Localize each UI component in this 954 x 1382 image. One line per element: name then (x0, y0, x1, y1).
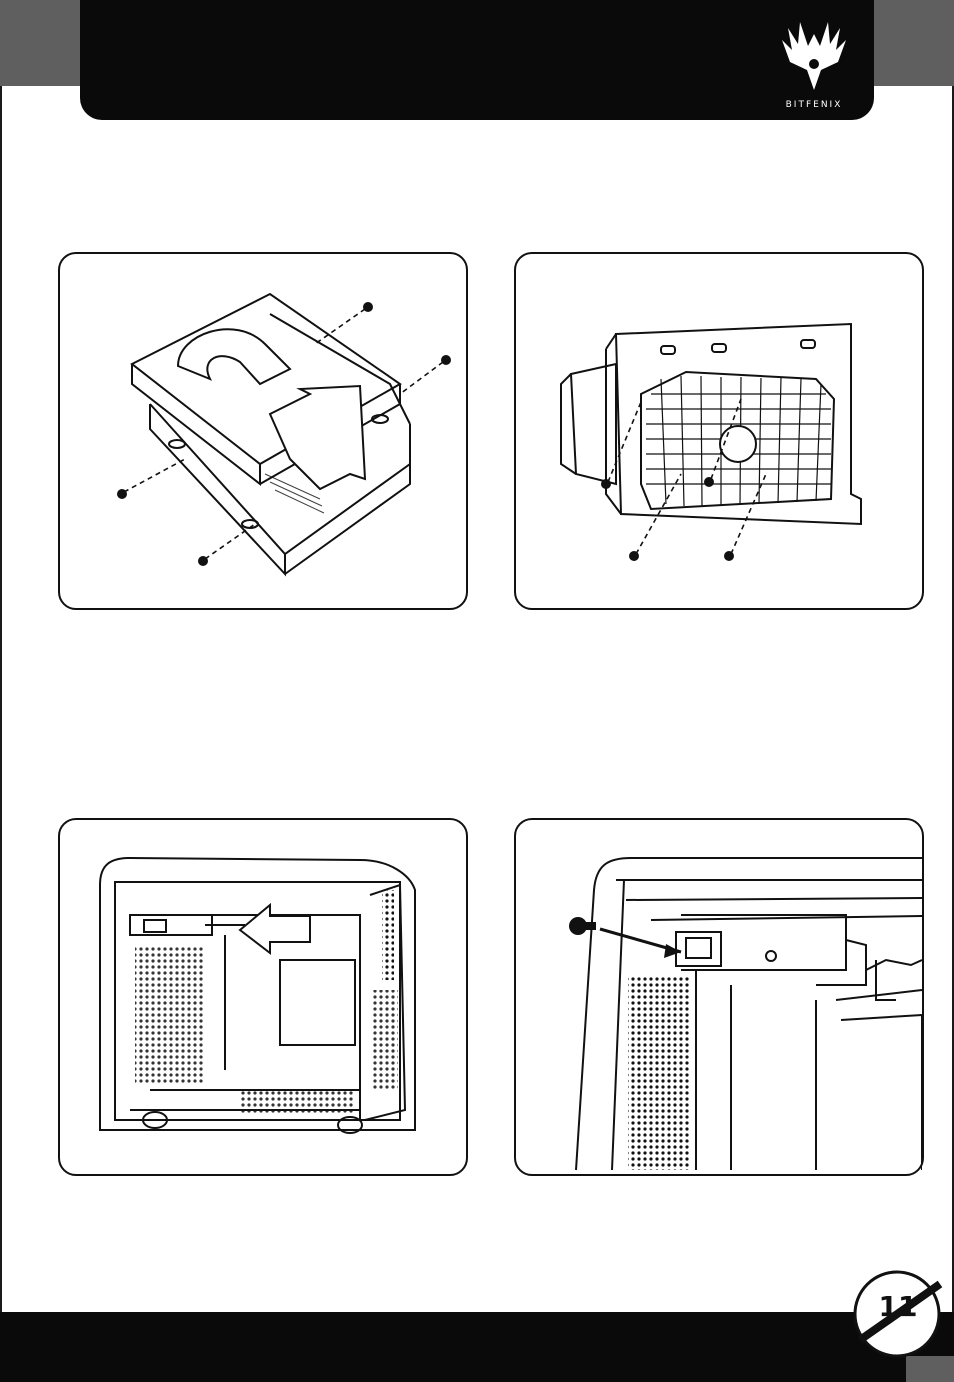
header-band: BITFENIX (80, 0, 874, 120)
illustration-panel-3 (58, 818, 468, 1176)
header-corner-right (874, 0, 954, 86)
header-corner-left (0, 0, 80, 86)
mesh-pattern (628, 975, 690, 1170)
fan-to-bracket-illustration (516, 254, 922, 608)
illustration-panel-1 (58, 252, 468, 610)
hdd-into-bracket-illustration (60, 254, 466, 608)
mesh-pattern (135, 945, 398, 1114)
illustration-panel-4 (514, 818, 924, 1176)
illustration-panel-2 (514, 252, 924, 610)
thumbscrew-secure-illustration (516, 820, 922, 1174)
bitfenix-bird-icon (778, 20, 850, 92)
bracket-into-case-illustration (60, 820, 466, 1174)
brand-text: BITFENIX (778, 100, 850, 110)
page-number: 11 (862, 1290, 934, 1323)
footer-band (0, 1312, 954, 1382)
bitfenix-logo: BITFENIX (778, 20, 850, 110)
insert-arrow-icon (240, 905, 310, 953)
